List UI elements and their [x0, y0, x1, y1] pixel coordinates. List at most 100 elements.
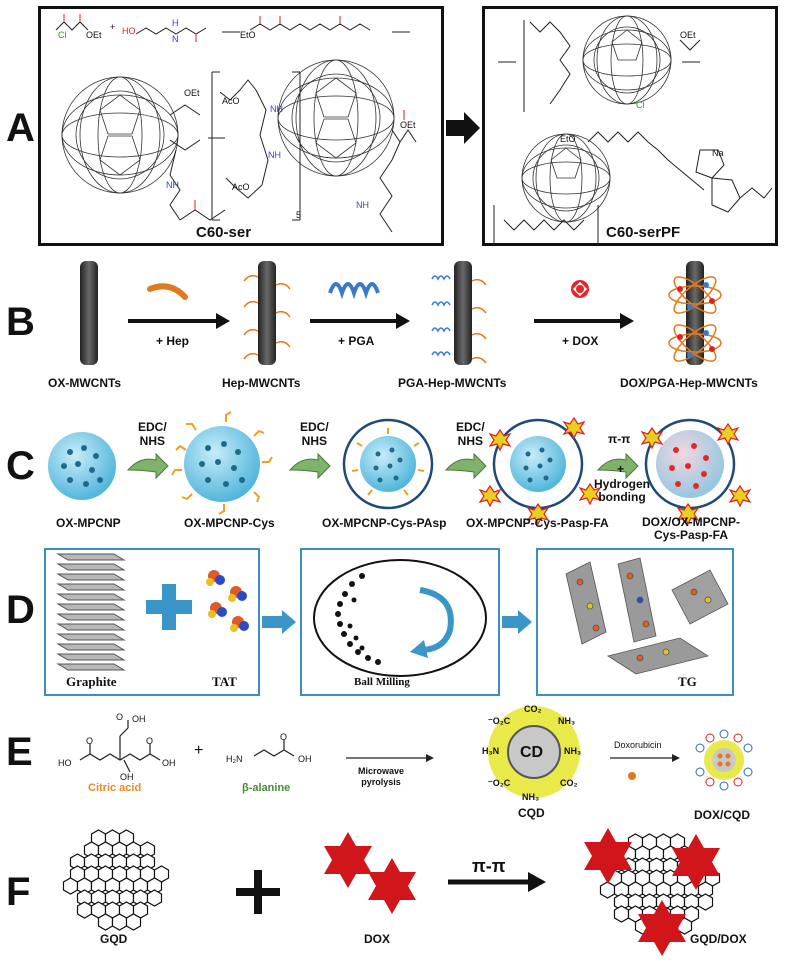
mwcnt-tube-3	[454, 261, 472, 365]
c-hydrogen-bonding: Hydrogen bonding	[594, 477, 651, 504]
c-arrow-edc-2: EDC/ NHS	[300, 420, 329, 448]
panel-a-transition-arrow	[446, 112, 480, 144]
dox-star-4	[672, 834, 720, 890]
mwcnt-tube-2	[258, 261, 276, 365]
mpcnp-sphere-3	[342, 418, 434, 510]
e-o-1: O	[116, 712, 124, 722]
cqd-core	[507, 725, 561, 779]
b-label-hep-mwcnts: Hep-MWCNTs	[222, 376, 301, 390]
chem-cl-minus: Cl	[636, 100, 645, 110]
c-arrow-edc-1: EDC/ NHS	[138, 420, 167, 448]
chem-h: H	[172, 18, 179, 28]
e-cqd-label: CQD	[518, 806, 545, 820]
e-ho: HO	[58, 758, 72, 768]
panel-f-graphic	[62, 828, 721, 956]
tg-sheets	[565, 557, 729, 675]
c-label-ox-mpcnp-cys-pasp-fa: OX-MPCNP-Cys-Pasp-FA	[466, 516, 609, 530]
rotation-arrow	[419, 587, 454, 653]
mpcnp-sphere-5	[640, 418, 752, 526]
blue-arrow-2	[502, 610, 532, 634]
panel-c-graphic	[48, 411, 752, 526]
tat-molecules	[206, 570, 249, 632]
dox-star-1	[324, 832, 372, 888]
chem-oet-3: OEt	[680, 30, 696, 40]
green-arrow-3	[444, 452, 487, 480]
b-label-dox-pga-hep-mwcnts: DOX/PGA-Hep-MWCNTs	[620, 376, 758, 390]
c-pi-label: π-π	[608, 432, 631, 446]
chem-plus: +	[110, 22, 116, 32]
e-plus: +	[194, 742, 204, 759]
chem-cl: Cl	[58, 30, 67, 40]
dox-loaded-cluster-2	[668, 324, 722, 362]
panel-e-graphic	[79, 706, 753, 798]
e-doxorubicin-label: Doxorubicin	[614, 740, 662, 750]
e-h3n-l: H₃N	[482, 746, 500, 756]
chem-eto-2: EtO	[560, 134, 576, 144]
panel-d-box-1	[44, 548, 260, 696]
mwcnt-tube-1	[80, 261, 98, 365]
e-oh-4: OH	[298, 754, 312, 764]
chem-nh-1: NH	[270, 104, 283, 114]
graphite-layers	[56, 553, 126, 671]
e-pyrolysis: Microwave pyrolysis	[358, 766, 405, 787]
chem-nh-4: NH	[356, 200, 369, 210]
dox-star-3	[584, 828, 632, 884]
c60-serpf-label: C60-serPF	[606, 224, 681, 241]
doxorubicin-dot	[628, 772, 636, 780]
mpcnp-sphere-4	[478, 416, 602, 526]
panel-a-left-chemistry	[55, 14, 773, 245]
ball-mill-ring	[313, 559, 487, 677]
panel-d-graphic	[56, 553, 729, 677]
green-arrow-2	[288, 452, 331, 480]
panel-b-letter: B	[6, 300, 35, 344]
citric-acid-structure	[79, 720, 161, 773]
c60-sphere-3	[582, 15, 672, 105]
e-co2-top: CO₂	[524, 704, 542, 714]
chem-na: Na	[712, 148, 724, 158]
panel-d-box-2	[300, 548, 500, 696]
chem-oet-2: OEt	[400, 120, 416, 130]
dox-star-5	[638, 900, 686, 956]
e-o-3: O	[146, 736, 154, 746]
pga-helix	[328, 282, 380, 300]
mpcnp-sphere-1	[48, 432, 116, 500]
panel-d-letter: D	[6, 588, 35, 632]
c60-sphere-2	[277, 59, 395, 177]
panel-a-right-box	[482, 6, 778, 246]
c60-sphere-4	[521, 133, 611, 223]
e-o2c-tl: ⁻O₂C	[488, 716, 511, 726]
d-label-tat: TAT	[212, 674, 237, 689]
e-oh-3: OH	[162, 758, 176, 768]
chem-ho: HO	[122, 26, 136, 36]
green-arrow-4	[596, 452, 639, 480]
dox-star-2	[368, 858, 416, 914]
d-label-tg: TG	[678, 674, 697, 689]
e-nh3-r: NH₃	[564, 746, 582, 756]
e-o-2: O	[86, 736, 94, 746]
b-arrow-dox: + DOX	[562, 334, 599, 348]
panel-a-letter: A	[6, 106, 35, 150]
e-o-4: O	[280, 732, 288, 742]
chem-n: N	[172, 34, 179, 44]
e-co2-br: CO₂	[560, 778, 578, 788]
c-label-ox-mpcnp: OX-MPCNP	[56, 516, 121, 530]
panel-e-letter: E	[6, 730, 33, 774]
chem-nh-3: NH	[166, 180, 179, 190]
b-arrow-hep: + Hep	[156, 334, 190, 348]
c60-sphere-1	[61, 76, 179, 194]
b-label-ox-mwcnts: OX-MWCNTs	[48, 376, 122, 390]
c-label-ox-mpcnp-cys: OX-MPCNP-Cys	[184, 516, 275, 530]
e-h2n: H₂N	[226, 754, 243, 764]
c60-ser-label: C60-ser	[196, 224, 252, 241]
e-o2c-bl: ⁻O₂C	[488, 778, 511, 788]
chem-aco-2: AcO	[232, 182, 250, 192]
chem-nh-2: NH	[268, 150, 281, 160]
beta-alanine-structure	[253, 740, 295, 757]
f-label-dox: DOX	[364, 932, 391, 946]
b-label-pga-hep-mwcnts: PGA-Hep-MWCNTs	[398, 376, 507, 390]
c-label-ox-mpcnp-cys-pasp: OX-MPCNP-Cys-PAsp	[322, 516, 447, 530]
gqd-sheet-1	[62, 829, 170, 931]
c-arrow-edc-3: EDC/ NHS	[456, 420, 485, 448]
chem-eto: EtO	[240, 30, 256, 40]
chem-aco-1: AcO	[222, 96, 240, 106]
